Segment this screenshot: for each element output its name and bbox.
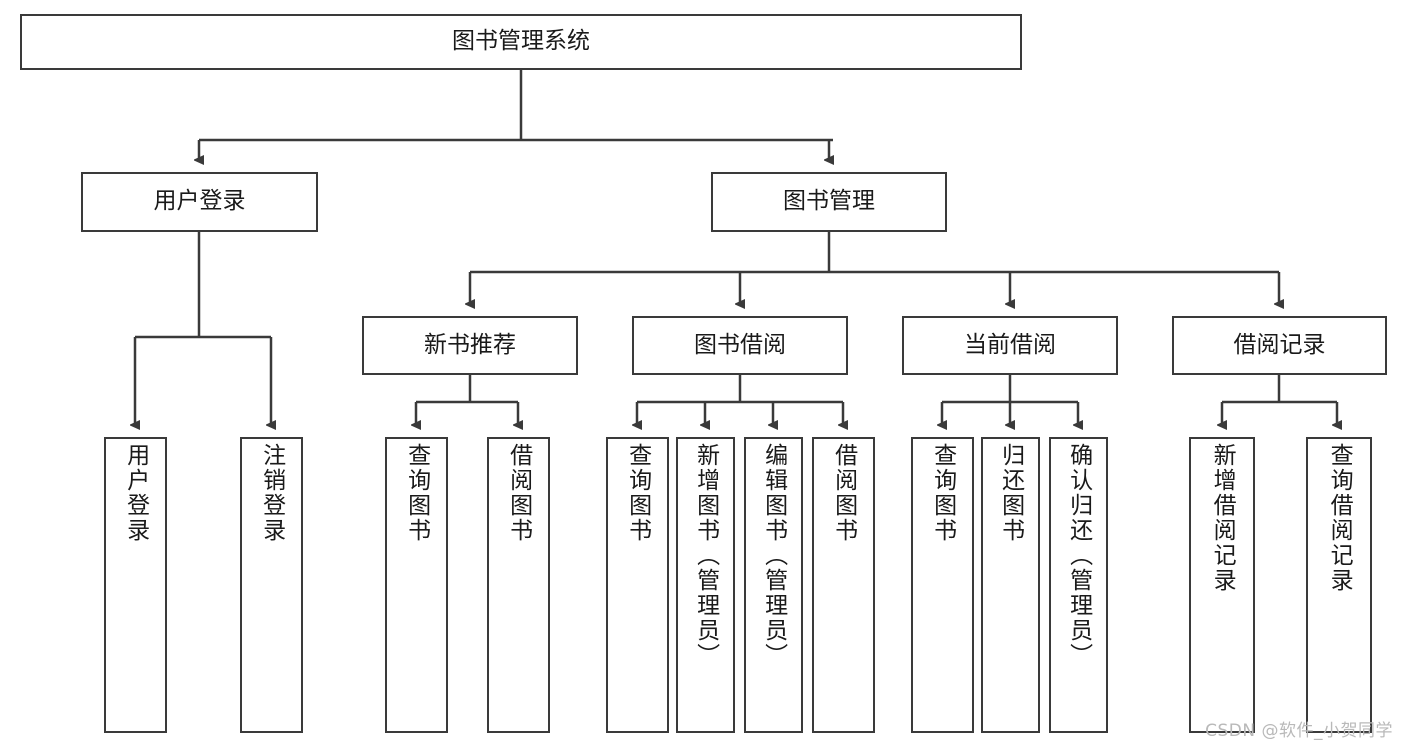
node-label: 新书推荐	[424, 331, 516, 358]
node-label: 查询图书	[929, 443, 956, 543]
node-label: 编辑图书（管理员）	[760, 443, 787, 668]
node-current-borrow[interactable]: 当前借阅	[902, 316, 1118, 375]
node-leaf-borrow-book-2[interactable]: 借阅图书	[812, 437, 875, 733]
node-leaf-query-book-3[interactable]: 查询图书	[911, 437, 974, 733]
node-label: 图书管理	[783, 188, 875, 215]
node-label: 查询借阅记录	[1326, 443, 1353, 593]
node-leaf-user-logout[interactable]: 注销登录	[240, 437, 303, 733]
node-label: 用户登录	[122, 443, 149, 543]
node-label: 查询图书	[624, 443, 651, 543]
node-label: 当前借阅	[964, 331, 1056, 358]
node-label: 注销登录	[258, 443, 285, 543]
node-label: 用户登录	[153, 188, 246, 215]
edge-newbook-to-leaves	[416, 375, 518, 425]
node-leaf-edit-book[interactable]: 编辑图书（管理员）	[744, 437, 803, 733]
edge-bookmgmt-to-level3	[470, 232, 1279, 304]
node-label: 新增图书（管理员）	[692, 443, 719, 668]
node-borrow-record[interactable]: 借阅记录	[1172, 316, 1387, 375]
node-label: 借阅图书	[505, 443, 532, 543]
csdn-watermark: CSDN @软件_小贺同学	[1205, 721, 1393, 741]
edge-root-to-level2	[199, 70, 833, 160]
node-root-book-management-system[interactable]: 图书管理系统	[20, 14, 1022, 70]
node-label: 图书管理系统	[452, 28, 590, 55]
node-leaf-borrow-book-1[interactable]: 借阅图书	[487, 437, 550, 733]
node-label: 图书借阅	[694, 331, 786, 358]
node-leaf-user-login[interactable]: 用户登录	[104, 437, 167, 733]
node-label: 查询图书	[403, 443, 430, 543]
node-label: 新增借阅记录	[1209, 443, 1236, 593]
edge-userlogin-to-leaves	[135, 232, 271, 425]
node-new-book-recommend[interactable]: 新书推荐	[362, 316, 578, 375]
node-leaf-query-record[interactable]: 查询借阅记录	[1306, 437, 1372, 733]
node-leaf-query-book-2[interactable]: 查询图书	[606, 437, 669, 733]
node-book-borrow[interactable]: 图书借阅	[632, 316, 848, 375]
node-book-management[interactable]: 图书管理	[711, 172, 947, 232]
node-leaf-confirm-return[interactable]: 确认归还（管理员）	[1049, 437, 1108, 733]
node-label: 借阅图书	[830, 443, 857, 543]
node-label: 归还图书	[997, 443, 1024, 543]
node-user-login[interactable]: 用户登录	[81, 172, 318, 232]
node-leaf-return-book[interactable]: 归还图书	[981, 437, 1040, 733]
edge-currentborrow-to-leaves	[942, 375, 1078, 425]
edge-borrowrecord-to-leaves	[1222, 375, 1337, 425]
node-leaf-query-book-1[interactable]: 查询图书	[385, 437, 448, 733]
node-leaf-add-record[interactable]: 新增借阅记录	[1189, 437, 1255, 733]
node-label: 确认归还（管理员）	[1065, 443, 1092, 668]
node-label: 借阅记录	[1233, 331, 1326, 358]
node-leaf-add-book[interactable]: 新增图书（管理员）	[676, 437, 735, 733]
edge-bookborrow-to-leaves	[637, 375, 843, 425]
